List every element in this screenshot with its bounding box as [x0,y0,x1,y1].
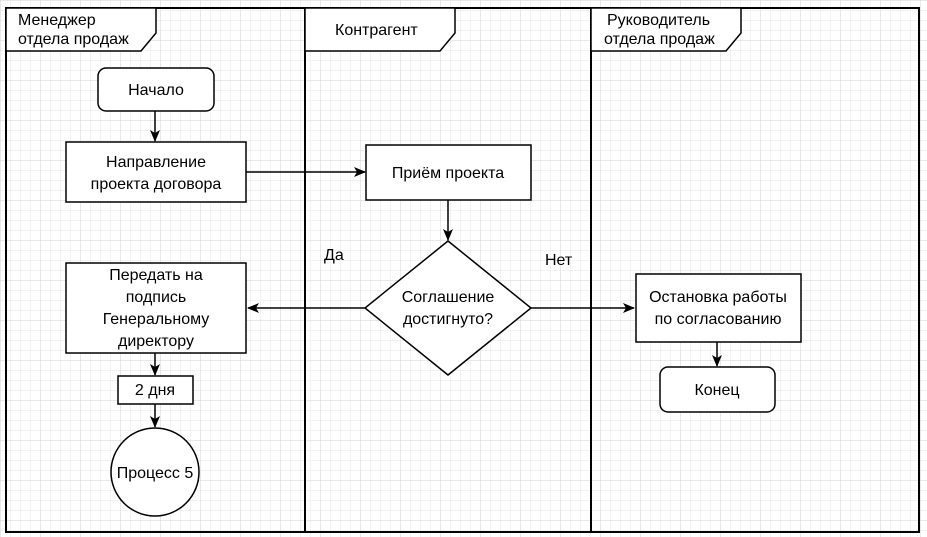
node-sign-line3: Генеральному [103,311,210,328]
lane-header-counterparty: Контрагент [304,7,456,52]
node-stop-work-line1: Остановка работы [649,289,787,306]
node-start[interactable]: Начало [97,67,215,112]
lane-header-head: Руководитель отдела продаж [590,7,742,52]
node-sign-line2: подпись [126,289,186,306]
node-start-label: Начало [128,82,184,99]
node-decision[interactable]: Соглашение достигнуто? [363,240,533,376]
lane-header-head-line2: отдела продаж [604,31,715,48]
node-duration-label: 2 дня [135,382,175,399]
edge-label-no: Нет [545,252,573,269]
node-receive-project[interactable]: Приём проекта [365,144,532,201]
node-sign-line1: Передать на [109,267,203,284]
node-receive-project-label: Приём проекта [392,165,504,182]
node-stop-work-line2: по согласованию [655,311,782,328]
node-end[interactable]: Конец [659,366,776,413]
node-process5[interactable]: Процесс 5 [110,427,200,517]
lane-header-manager-line2: отдела продаж [18,31,129,48]
lane-header-manager: Менеджер отдела продаж [5,7,157,52]
node-send-contract-line2: проекта договора [91,176,222,193]
edge-label-yes: Да [324,247,344,264]
node-sign-line4: директору [118,333,194,350]
node-decision-line2: достигнуто? [403,311,493,328]
node-stop-work[interactable]: Остановка работы по согласованию [635,273,802,343]
node-send-contract[interactable]: Направление проекта договора [65,141,247,203]
lane-header-counterparty-label: Контрагент [335,22,418,39]
swimlane-pool [5,7,920,533]
lane-header-head-line1: Руководитель [607,12,710,29]
node-process5-label: Процесс 5 [117,465,194,482]
node-sign[interactable]: Передать на подпись Генеральному директо… [65,262,247,354]
node-end-label: Конец [694,382,739,399]
lane-header-manager-line1: Менеджер [18,12,96,29]
pool-border [5,7,920,533]
node-send-contract-line1: Направление [106,154,206,171]
node-decision-line1: Соглашение [402,289,495,306]
node-duration[interactable]: 2 дня [117,375,194,405]
